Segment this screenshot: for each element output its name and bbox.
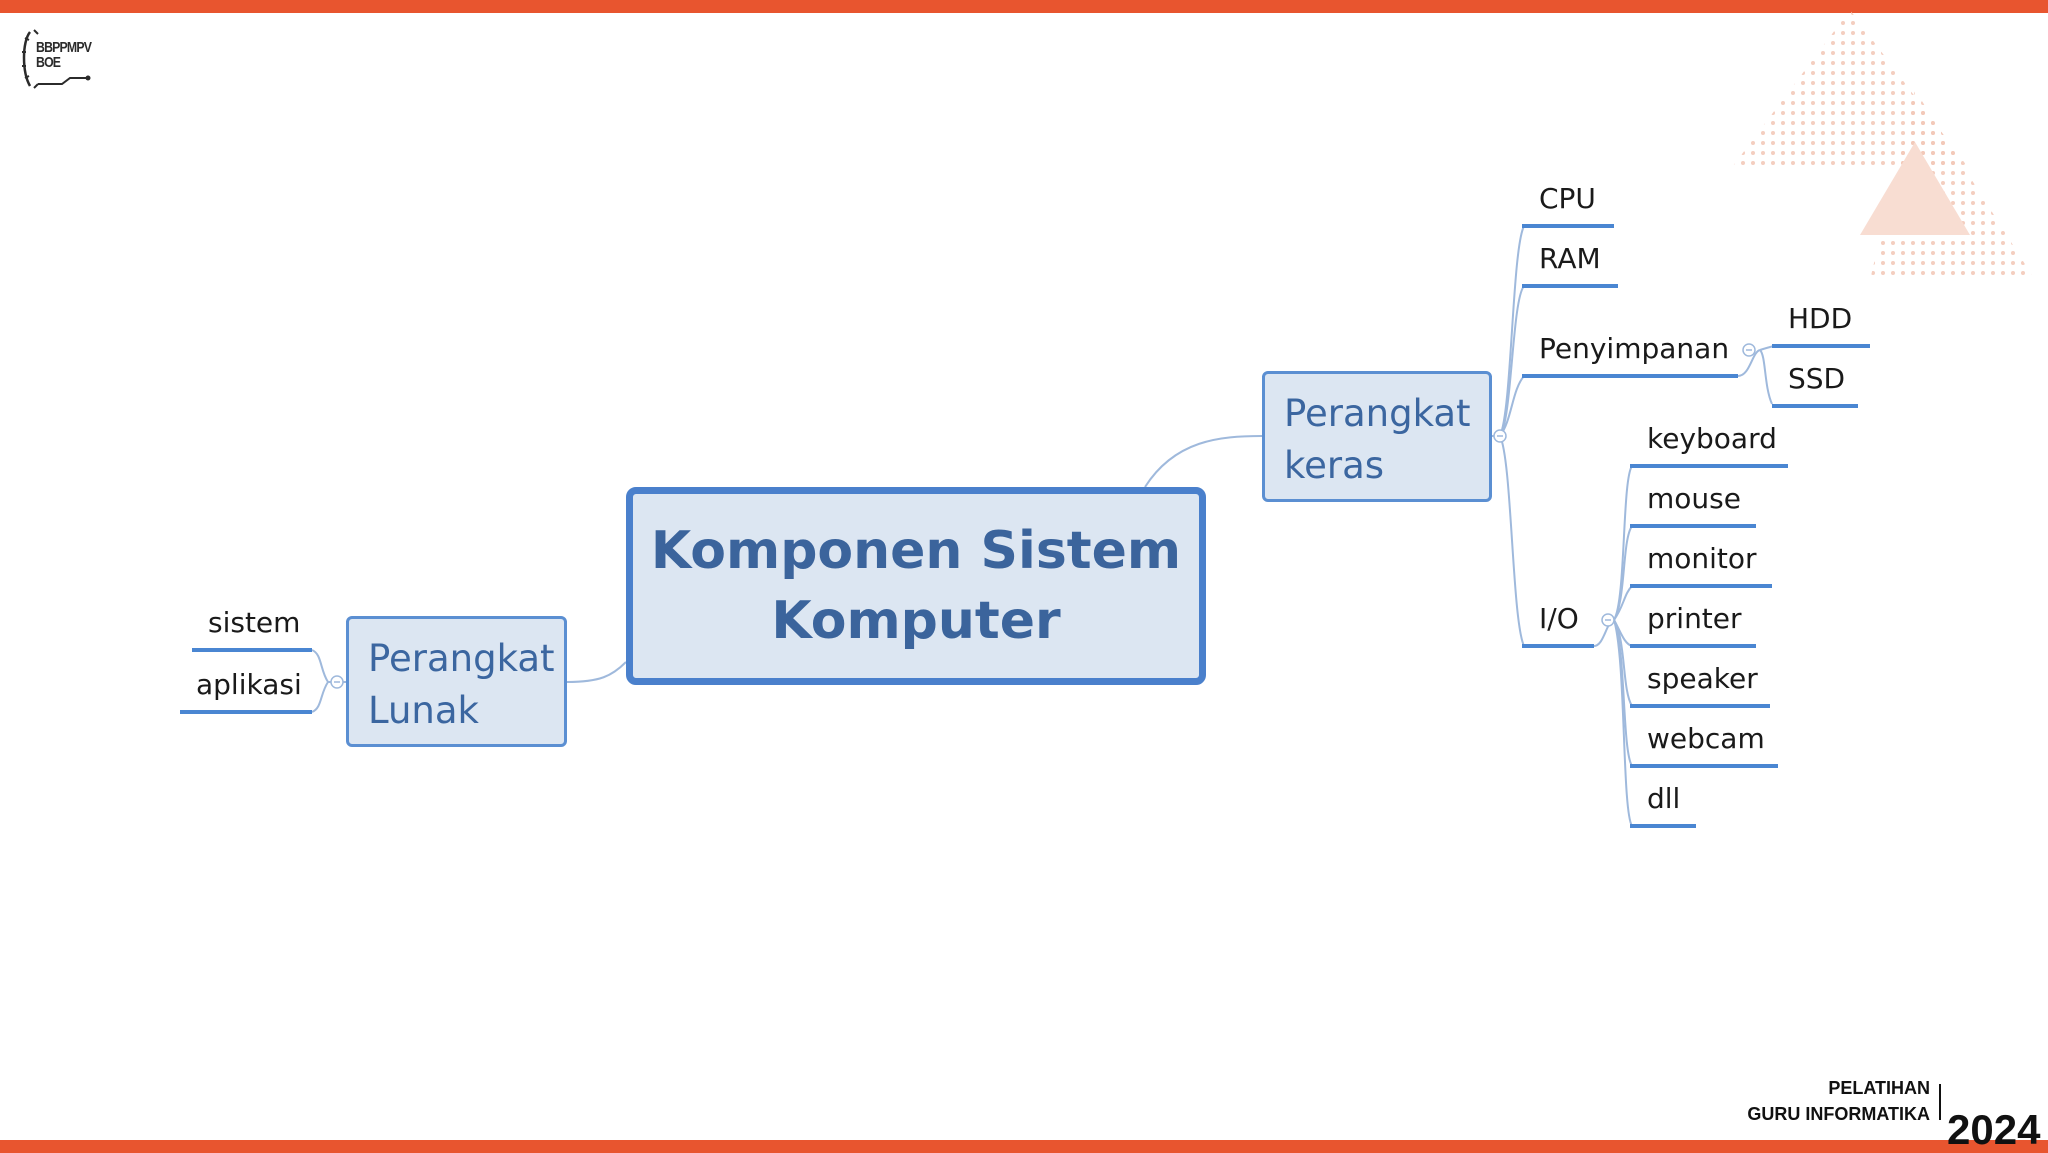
connector-central-hardware [1144, 435, 1263, 488]
leaf-monitor[interactable]: monitor [1647, 542, 1757, 575]
connector-io-mouse [1613, 525, 1633, 621]
footer-year: 2024 [1947, 1106, 2041, 1153]
leaf-webcam[interactable]: webcam [1647, 722, 1765, 755]
bottom-accent-bar [0, 1140, 2048, 1153]
leaf-cpu[interactable]: CPU [1539, 182, 1596, 215]
collapse-toggle-software[interactable] [330, 675, 344, 689]
branch-hardware-line-1: Perangkat [1284, 392, 1471, 435]
collapse-toggle-io[interactable] [1601, 613, 1615, 627]
connector-hardware-io [1499, 435, 1525, 647]
leaf-keyboard[interactable]: keyboard [1647, 422, 1777, 455]
leaf-hdd[interactable]: HDD [1788, 302, 1853, 335]
connector-io-monitor [1613, 585, 1633, 621]
bbppmpv-boe-logo [22, 29, 91, 89]
leaf-speaker[interactable]: speaker [1647, 662, 1758, 695]
logo-line-2: BOE [36, 54, 61, 71]
leaf-printer[interactable]: printer [1647, 602, 1742, 635]
leaf-ssd[interactable]: SSD [1788, 362, 1846, 395]
connector-software-sistem [311, 649, 329, 683]
connector-io-dll [1613, 619, 1633, 827]
connector-hardware-cpu [1499, 225, 1525, 437]
central-topic[interactable]: Komponen Sistem Komputer [626, 487, 1206, 685]
leaf-storage[interactable]: Penyimpanan [1539, 332, 1730, 365]
decorative-dot-pattern [1730, 10, 2035, 280]
leaf-sistem[interactable]: sistem [208, 606, 301, 639]
connector-software-aplikasi [311, 681, 329, 713]
connector-storage-ssd [1759, 349, 1773, 405]
leaf-aplikasi[interactable]: aplikasi [196, 668, 302, 701]
collapse-toggle-storage[interactable] [1742, 343, 1756, 357]
leaf-mouse[interactable]: mouse [1647, 482, 1741, 515]
central-topic-line-2: Komputer [771, 591, 1061, 651]
leaf-io[interactable]: I/O [1539, 602, 1579, 635]
connector-central-software [566, 661, 627, 683]
connector-io-keyboard [1613, 465, 1633, 621]
leaf-dll[interactable]: dll [1647, 782, 1681, 815]
logo-line-1: BBPPMPV [36, 39, 92, 56]
branch-software[interactable]: Perangkat Lunak [346, 616, 567, 747]
top-accent-bar [0, 0, 2048, 13]
logo-text: BBPPMPV BOE [36, 39, 92, 71]
connector-storage-hdd [1759, 345, 1775, 351]
footer-line-2: GURU INFORMATIKA [1747, 1104, 1930, 1124]
branch-software-line-1: Perangkat [368, 637, 555, 680]
central-topic-line-1: Komponen Sistem [650, 521, 1182, 581]
leaf-ram[interactable]: RAM [1539, 242, 1601, 275]
branch-software-line-2: Lunak [368, 689, 479, 732]
branch-hardware[interactable]: Perangkat keras [1262, 371, 1492, 502]
collapse-toggle-hardware[interactable] [1493, 429, 1507, 443]
footer-line-1: PELATIHAN [1828, 1078, 1930, 1098]
footer-separator [1939, 1084, 1941, 1120]
branch-hardware-line-2: keras [1284, 444, 1385, 487]
connector-hardware-ram [1499, 285, 1525, 437]
